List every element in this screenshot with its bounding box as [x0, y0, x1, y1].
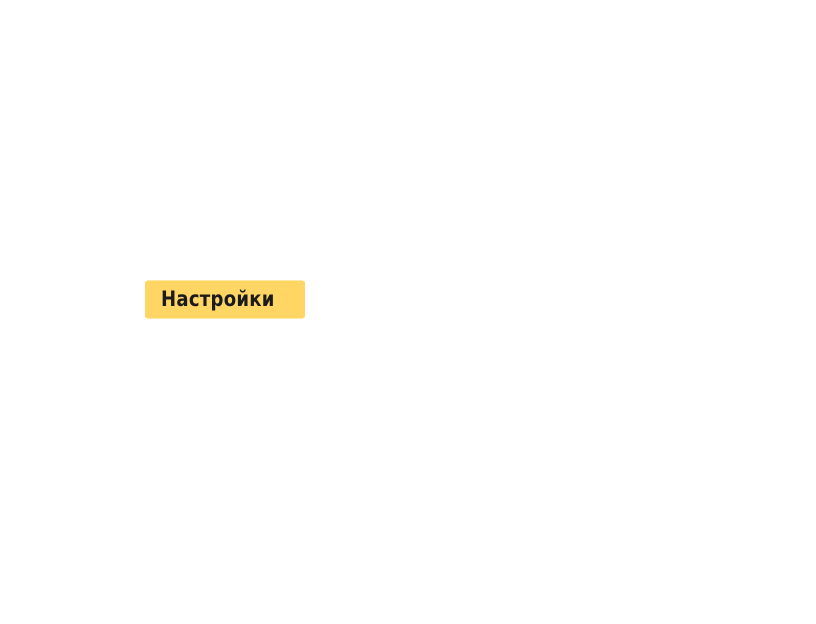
settings-button-label: Настройки: [161, 287, 275, 311]
settings-button[interactable]: Настройки: [145, 280, 305, 319]
